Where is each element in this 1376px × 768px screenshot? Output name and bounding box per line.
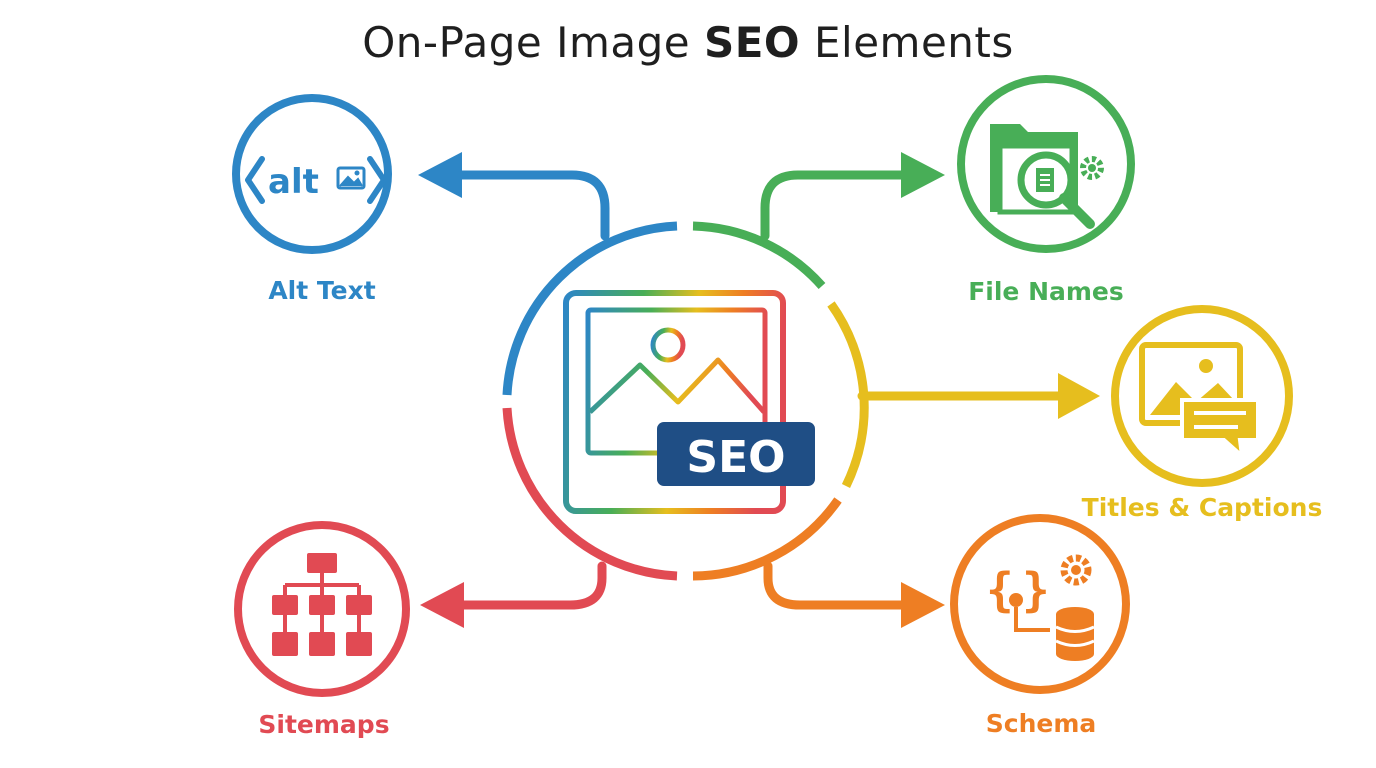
arrowhead-titles — [1058, 373, 1100, 419]
schema-label: Schema — [985, 709, 1097, 738]
alt-code-icon: alt — [245, 156, 387, 204]
node-alt-text: alt — [232, 94, 392, 254]
arrowhead-schema — [901, 582, 945, 628]
titles-captions-label: Titles & Captions — [1081, 493, 1323, 522]
seo-badge: SEO — [657, 422, 815, 486]
ring-arc-blue — [502, 221, 678, 396]
node-schema: { } — [950, 514, 1130, 694]
file-names-label: File Names — [968, 277, 1124, 306]
gear-icon — [1080, 156, 1104, 180]
gear-icon — [1060, 554, 1092, 586]
page-title: On-Page Image SEO Elements — [362, 18, 1014, 67]
folder-search-icon — [990, 124, 1104, 229]
center-ring — [502, 221, 869, 581]
connector-sitemaps — [453, 561, 607, 610]
svg-text:{: { — [986, 563, 1014, 617]
arrowhead-sitemaps — [420, 582, 464, 628]
connector-alt-text — [450, 170, 610, 241]
ring-arc-orange — [692, 497, 842, 581]
schema-code-icon: { } — [986, 554, 1095, 661]
connector-file-names — [760, 170, 910, 241]
node-titles-captions — [1111, 305, 1293, 487]
ring-arc-green — [692, 221, 826, 289]
svg-text:}: } — [1022, 563, 1050, 617]
node-sitemaps — [234, 521, 410, 697]
image-caption-icon — [1139, 342, 1260, 462]
database-icon — [1055, 607, 1095, 661]
alt-text-label: Alt Text — [268, 276, 376, 305]
ring-arc-red — [502, 407, 678, 581]
arrowhead-file-names — [901, 152, 945, 198]
node-file-names — [957, 75, 1135, 253]
svg-text:alt: alt — [268, 162, 319, 202]
sitemap-tree-icon — [272, 553, 372, 656]
seo-badge-text: SEO — [686, 432, 785, 483]
sitemaps-label: Sitemaps — [258, 710, 390, 739]
connector-schema — [763, 561, 910, 610]
arrowhead-alt-text — [418, 152, 462, 198]
